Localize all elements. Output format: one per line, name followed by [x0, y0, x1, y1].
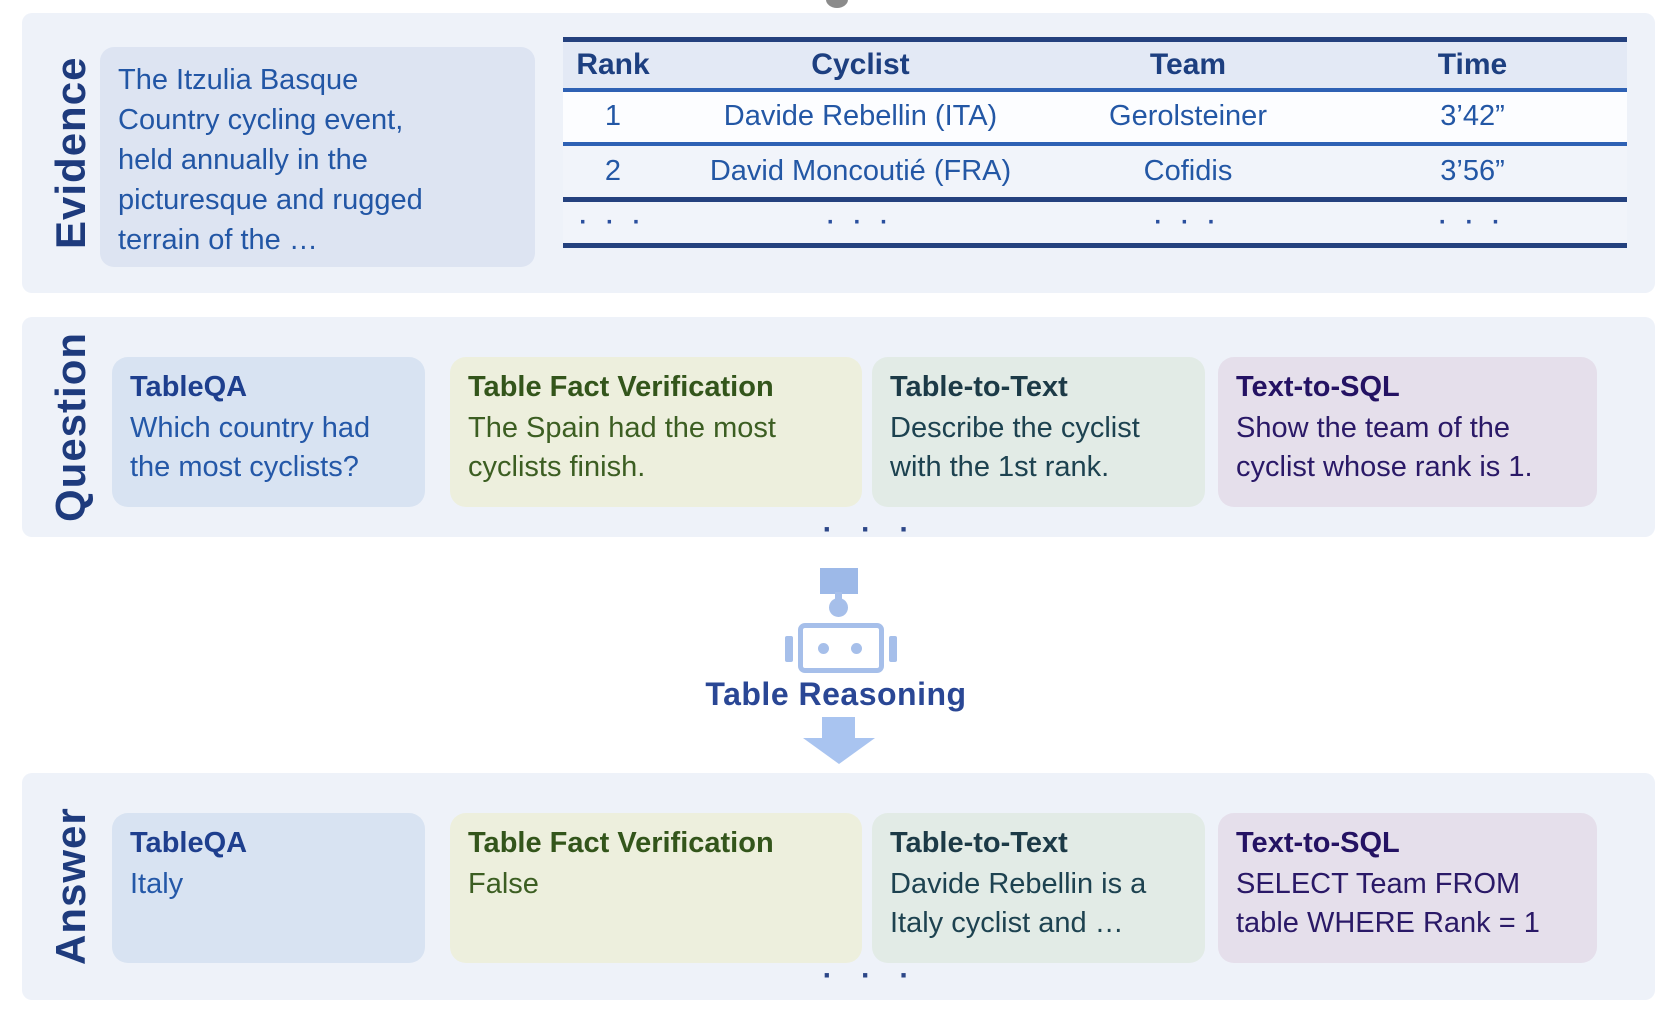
evidence-label: Evidence	[47, 56, 94, 250]
cell-ellipsis: · · ·	[663, 199, 1058, 248]
answer-card-fact-verification: Table Fact Verification False	[450, 813, 862, 963]
answer-card-tableqa: TableQA Italy	[112, 813, 425, 963]
question-label: Question	[47, 332, 94, 523]
answer-card-table-to-text: Table-to-Text Davide Rebellin is a Italy…	[872, 813, 1205, 963]
cell-time: 3’56”	[1318, 143, 1627, 202]
cell-cyclist: David Moncoutié (FRA)	[663, 143, 1058, 202]
card-title: TableQA	[130, 827, 248, 859]
evidence-table: Rank Cyclist Team Time 1 Davide Rebellin…	[563, 37, 1627, 248]
robot-ear-left	[785, 636, 793, 662]
question-card-fact-verification: Table Fact Verification The Spain had th…	[450, 357, 862, 507]
connector-rect	[820, 568, 858, 594]
card-title: Table Fact Verification	[468, 371, 774, 403]
cell-ellipsis: · · ·	[1058, 199, 1318, 248]
cell-time: 3’42”	[1318, 89, 1627, 146]
answer-ellipsis: · · ·	[822, 959, 920, 992]
header-time: Time	[1318, 39, 1627, 92]
cell-team: Gerolsteiner	[1058, 89, 1318, 146]
answer-label: Answer	[47, 807, 94, 966]
evidence-text-box: The Itzulia Basque Country cycling event…	[100, 47, 535, 267]
question-card-tableqa: TableQA Which country had the most cycli…	[112, 357, 425, 507]
card-title: Table-to-Text	[890, 827, 1068, 859]
cell-ellipsis: · · ·	[563, 199, 663, 248]
arrow-head	[803, 738, 875, 764]
robot-antenna-ball	[829, 598, 848, 617]
evidence-snippet: The Itzulia Basque Country cycling event…	[118, 64, 423, 256]
question-card-text-to-sql: Text-to-SQL Show the team of the cyclist…	[1218, 357, 1597, 507]
table-reasoning-group: Table Reasoning	[0, 537, 1672, 773]
card-text: Which country had the most cyclists?	[130, 412, 371, 483]
question-card-table-to-text: Table-to-Text Describe the cyclist with …	[872, 357, 1205, 507]
card-title: Text-to-SQL	[1236, 371, 1400, 403]
cell-ellipsis: · · ·	[1318, 199, 1627, 248]
card-text: Davide Rebellin is a Italy cyclist and …	[890, 868, 1147, 939]
cropped-artifact	[826, 0, 848, 8]
card-title: Table Fact Verification	[468, 827, 774, 859]
question-ellipsis: · · ·	[822, 513, 920, 546]
card-text: Describe the cyclist with the 1st rank.	[890, 412, 1140, 483]
robot-eye-right	[851, 643, 862, 654]
answer-section: Answer TableQA Italy Table Fact Verifica…	[22, 773, 1655, 1000]
card-title: Text-to-SQL	[1236, 827, 1400, 859]
cell-team: Cofidis	[1058, 143, 1318, 202]
cell-cyclist: Davide Rebellin (ITA)	[663, 89, 1058, 146]
table-row: 2 David Moncoutié (FRA) Cofidis 3’56”	[563, 143, 1627, 202]
table-ellipsis-row: · · · · · · · · · · · ·	[563, 199, 1627, 248]
card-text: SELECT Team FROM table WHERE Rank = 1	[1236, 868, 1540, 939]
cell-rank: 2	[563, 143, 663, 202]
arrow-stem	[822, 717, 855, 739]
table-row: 1 Davide Rebellin (ITA) Gerolsteiner 3’4…	[563, 89, 1627, 146]
evidence-section: Evidence The Itzulia Basque Country cycl…	[22, 13, 1655, 293]
robot-ear-right	[889, 636, 897, 662]
table-header-row: Rank Cyclist Team Time	[563, 39, 1627, 92]
card-text: The Spain had the most cyclists finish.	[468, 412, 776, 483]
header-rank: Rank	[563, 39, 663, 92]
header-team: Team	[1058, 39, 1318, 92]
table-reasoning-label: Table Reasoning	[705, 676, 967, 712]
card-title: TableQA	[130, 371, 248, 403]
card-text: False	[468, 868, 539, 900]
card-text: Italy	[130, 868, 184, 900]
robot-eye-left	[818, 643, 829, 654]
question-section: Question TableQA Which country had the m…	[22, 317, 1655, 546]
answer-card-text-to-sql: Text-to-SQL SELECT Team FROM table WHERE…	[1218, 813, 1597, 963]
robot-head	[798, 623, 884, 673]
card-title: Table-to-Text	[890, 371, 1068, 403]
card-text: Show the team of the cyclist whose rank …	[1236, 412, 1533, 483]
cell-rank: 1	[563, 89, 663, 146]
header-cyclist: Cyclist	[663, 39, 1058, 92]
